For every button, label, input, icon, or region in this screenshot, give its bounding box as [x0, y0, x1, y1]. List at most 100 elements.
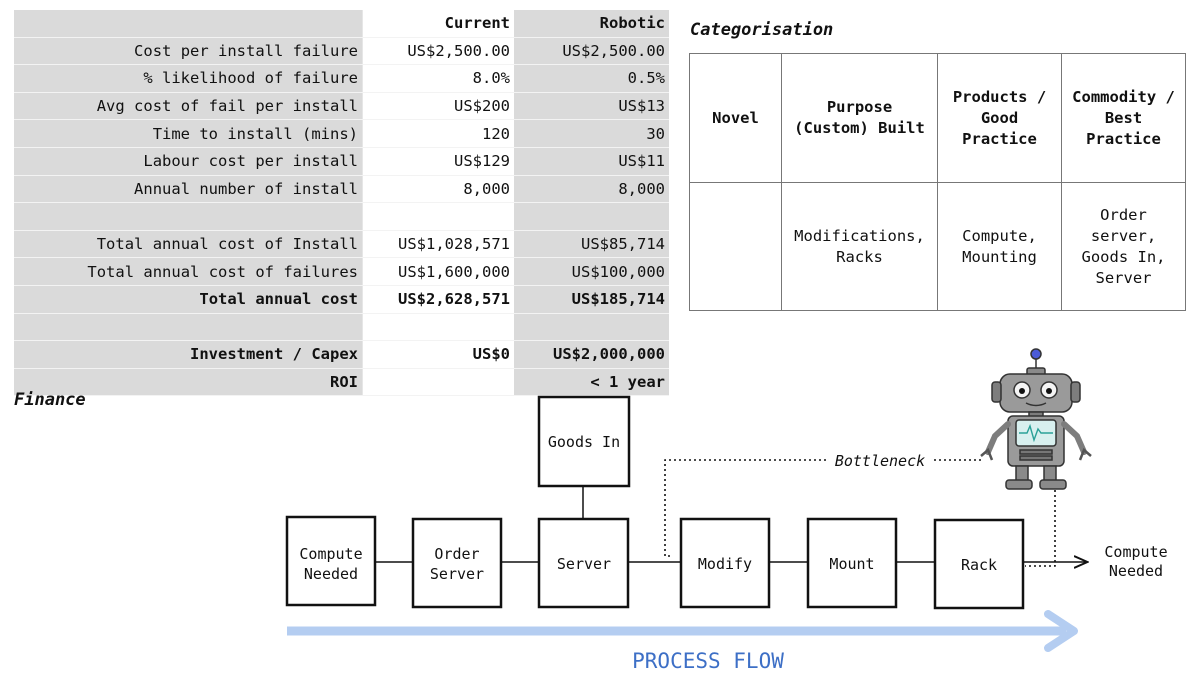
finance-table: Current Robotic Cost per install failure… — [14, 10, 669, 397]
server-box: Server — [537, 517, 630, 609]
robot-claw-left — [980, 447, 994, 461]
robot-mouth — [1025, 402, 1047, 407]
finance-row-robotic: < 1 year — [514, 368, 669, 397]
robot-arm-right — [1061, 421, 1087, 455]
output-compute-needed-line-2: Needed — [1109, 562, 1163, 580]
finance-row-current — [362, 202, 514, 231]
goods-in-label: Goods In — [548, 433, 620, 451]
modify-label: Modify — [698, 555, 752, 573]
finance-row: ROI < 1 year — [14, 368, 669, 397]
finance-row-label: Total annual cost of Install — [14, 230, 363, 259]
finance-row-current — [362, 368, 514, 397]
finance-row-current: US$200 — [362, 92, 514, 121]
robot-ear-right — [1070, 381, 1081, 403]
process-flow-arrow — [287, 610, 1078, 652]
finance-header-row: Current Robotic — [14, 10, 669, 38]
robot-foot-left — [1005, 479, 1033, 490]
finance-row-label: Time to install (mins) — [14, 119, 363, 148]
finance-row-robotic — [514, 313, 669, 342]
category-novel: Novel — [689, 53, 782, 183]
finance-header-label — [14, 10, 363, 38]
bottleneck-line-left — [664, 459, 826, 557]
compute-needed-box: Compute Needed — [285, 515, 377, 607]
robot-vent-2 — [1019, 455, 1053, 461]
categorisation-table: Novel Purpose(Custom) Built Products /Go… — [689, 53, 1186, 311]
finance-row-robotic: US$185,714 — [514, 285, 669, 314]
rack-label: Rack — [961, 556, 997, 574]
compute-needed-line-2: Needed — [304, 565, 358, 583]
finance-row-robotic: US$2,000,000 — [514, 340, 669, 369]
finance-row-label: Investment / Capex — [14, 340, 363, 369]
finance-row-robotic: US$100,000 — [514, 257, 669, 286]
compute-needed-line-1: Compute — [299, 545, 362, 563]
category-novel-value — [689, 182, 782, 311]
robot-illustration — [980, 348, 1092, 490]
bottleneck-label: Bottleneck — [835, 452, 925, 470]
robot-pupil-left — [1019, 388, 1025, 394]
categorisation-title: Categorisation — [690, 20, 834, 40]
finance-row-current — [362, 313, 514, 342]
finance-row-current: US$1,600,000 — [362, 257, 514, 286]
robot-foot-right — [1039, 479, 1067, 490]
finance-row-label: ROI — [14, 368, 363, 397]
robot-claw-right — [1078, 447, 1092, 461]
order-server-line-2: Server — [430, 565, 484, 583]
finance-row-label: Total annual cost — [14, 285, 363, 314]
finance-row-robotic: US$2,500.00 — [514, 37, 669, 66]
robot-head — [999, 373, 1073, 413]
finance-row-label: Labour cost per install — [14, 147, 363, 176]
category-products-value: Compute,Mounting — [937, 182, 1062, 311]
finance-row-label: Cost per install failure — [14, 37, 363, 66]
modify-box: Modify — [679, 517, 771, 609]
finance-row-label: Avg cost of fail per install — [14, 92, 363, 121]
finance-row-current: US$129 — [362, 147, 514, 176]
finance-row-robotic: US$13 — [514, 92, 669, 121]
finance-row-current: US$1,028,571 — [362, 230, 514, 259]
order-server-box: Order Server — [411, 517, 503, 609]
bottleneck-path — [664, 459, 1056, 567]
finance-row-robotic: US$11 — [514, 147, 669, 176]
output-compute-needed-line-1: Compute — [1104, 543, 1167, 561]
finance-row-robotic: 8,000 — [514, 175, 669, 204]
categorisation-value-row: Modifications,Racks Compute,Mounting Ord… — [689, 182, 1186, 311]
finance-row — [14, 313, 669, 342]
finance-header-robotic: Robotic — [514, 10, 669, 38]
robot-pupil-right — [1046, 388, 1052, 394]
finance-row — [14, 202, 669, 231]
server-label: Server — [557, 555, 611, 573]
finance-header-current: Current — [362, 10, 514, 38]
finance-row-robotic: 0.5% — [514, 64, 669, 93]
robot-vent-1 — [1019, 449, 1053, 455]
finance-row-robotic — [514, 202, 669, 231]
robot-antenna-ball — [1030, 348, 1042, 360]
rack-box: Rack — [933, 518, 1025, 610]
finance-row-label — [14, 313, 363, 342]
bottleneck-line-rack — [1025, 490, 1056, 567]
mount-box: Mount — [806, 517, 898, 609]
robot-ear-left — [991, 381, 1002, 403]
category-custom-built-value: Modifications,Racks — [781, 182, 938, 311]
goods-in-box: Goods In — [537, 395, 631, 488]
order-server-line-1: Order — [434, 545, 479, 563]
finance-row-current: US$2,628,571 — [362, 285, 514, 314]
mount-label: Mount — [829, 555, 874, 573]
finance-row-label: Annual number of install — [14, 175, 363, 204]
finance-row-current: 120 — [362, 119, 514, 148]
finance-row-robotic: US$85,714 — [514, 230, 669, 259]
process-flow-label: PROCESS FLOW — [632, 649, 784, 673]
finance-row-current: 8.0% — [362, 64, 514, 93]
